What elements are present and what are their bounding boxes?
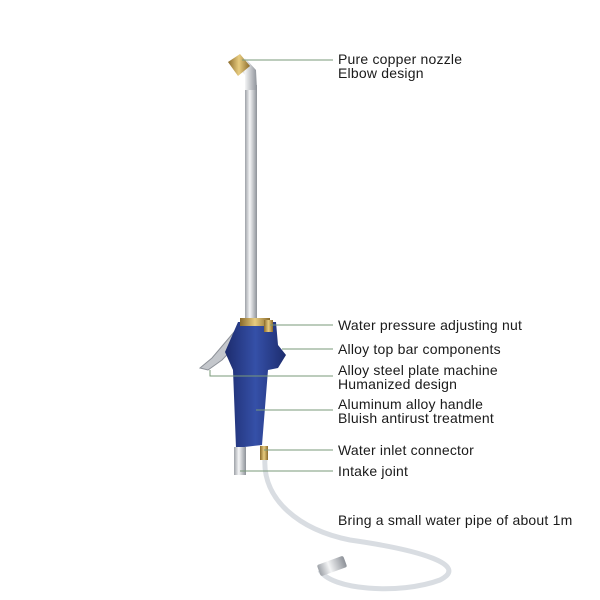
hose-connector bbox=[317, 556, 347, 576]
annotation-water-inlet: Water inlet connector bbox=[338, 443, 474, 457]
gun-body bbox=[225, 322, 286, 448]
annotation-line: Pure copper nozzle bbox=[338, 51, 463, 67]
annotation-line: Aluminum alloy handle bbox=[338, 396, 484, 412]
annotation-line: Bring a small water pipe of about 1m bbox=[338, 512, 573, 528]
annotation-water-pipe: Bring a small water pipe of about 1m bbox=[338, 513, 572, 527]
annotation-line: Alloy top bar components bbox=[338, 341, 501, 357]
intake-joint bbox=[234, 447, 246, 475]
pressure-adjusting-nut bbox=[264, 320, 273, 332]
annotation-line: Elbow design bbox=[338, 65, 424, 81]
annotation-line: Bluish antirust treatment bbox=[338, 410, 494, 426]
annotation-intake-joint: Intake joint bbox=[338, 464, 408, 478]
top-nut bbox=[240, 318, 270, 326]
annotation-top-bar: Alloy top bar components bbox=[338, 342, 501, 356]
water-hose bbox=[262, 457, 452, 592]
annotation-nozzle: Pure copper nozzle Elbow design bbox=[338, 52, 462, 80]
annotation-adjusting-nut: Water pressure adjusting nut bbox=[338, 318, 522, 332]
annotation-line: Water pressure adjusting nut bbox=[338, 317, 523, 333]
annotation-line: Water inlet connector bbox=[338, 442, 474, 458]
extension-tube bbox=[245, 85, 257, 325]
water-inlet-connector bbox=[260, 446, 268, 460]
annotation-line: Alloy steel plate machine bbox=[338, 362, 498, 378]
annotation-line: Intake joint bbox=[338, 463, 409, 479]
annotation-handle: Aluminum alloy handle Bluish antirust tr… bbox=[338, 397, 494, 425]
annotation-line: Humanized design bbox=[338, 376, 458, 392]
leader-lines bbox=[209, 59, 333, 472]
annotation-steel-plate: Alloy steel plate machine Humanized desi… bbox=[338, 363, 498, 391]
